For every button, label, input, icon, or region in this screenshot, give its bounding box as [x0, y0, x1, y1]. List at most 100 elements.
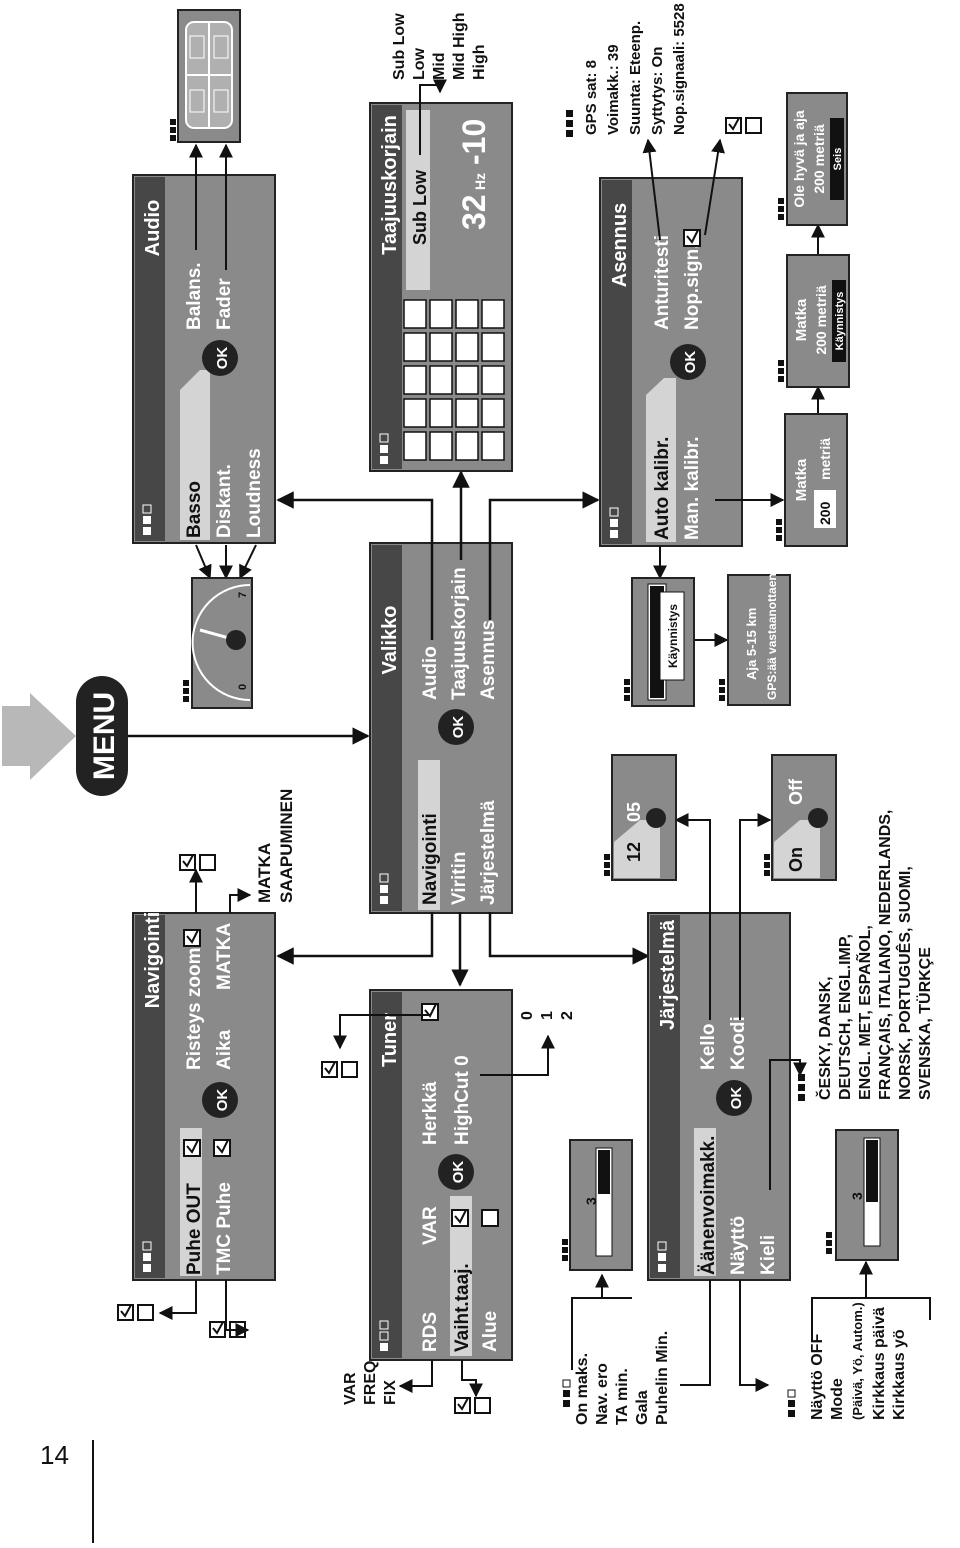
navigointi-panel: Navigointi OK Puhe OUT TMC Puhe Risteys … [132, 912, 276, 1281]
menu-arrow-icon [2, 693, 76, 780]
jarj-koodi[interactable]: Koodi [728, 1016, 749, 1070]
jarjestelma-panel: Järjestelmä OK Äänenvoimakk. Näyttö Kiel… [647, 912, 791, 1281]
calibration-step-3[interactable]: Ole hyvä ja aja 200 metriä Seis [778, 92, 848, 226]
valikko-item-asennus[interactable]: Asennus [478, 620, 499, 700]
volume-slider-panel[interactable]: 3 [562, 1139, 633, 1271]
eq-bar-segment [481, 431, 505, 461]
audio-diskant[interactable]: Diskant. [214, 464, 235, 538]
svg-text:High: High [471, 44, 488, 80]
rds-option-var: VAR [342, 1372, 359, 1405]
svg-text:3: 3 [583, 1197, 599, 1205]
page-divider [92, 1440, 94, 1543]
svg-text:Gala: Gala [634, 1390, 651, 1425]
valikko-item-viritin[interactable]: Viritin [449, 852, 470, 906]
eq-bar-segment [455, 332, 479, 362]
valikko-item-audio[interactable]: Audio [420, 646, 441, 700]
language-list: ČESKY, DANSK, DEUTSCH, ENGL.IMP, ENGL. M… [798, 810, 934, 1101]
svg-text:Aja 5-15 km: Aja 5-15 km [744, 608, 759, 680]
eq-bar-segment [481, 398, 505, 428]
eq-panel: Taajuuskorjain Sub Low 32 Hz -10 [369, 102, 513, 472]
asennus-auto-kalibr[interactable]: Auto kalibr. [652, 437, 673, 540]
navigointi-title: Navigointi [142, 912, 164, 1009]
tuner-panel: Tuner OK RDS Vaiht.taaj. Alue VAR Herkkä… [369, 989, 513, 1361]
checkbox-pair-icon [321, 1061, 491, 1414]
eq-bar-segment [455, 431, 479, 461]
svg-text:Suunta: Eteenp.: Suunta: Eteenp. [627, 21, 644, 135]
tuner-rds[interactable]: RDS [420, 1312, 441, 1352]
eq-band-list: Sub Low Low Mid Mid High High [391, 12, 488, 80]
asennus-nop-sign[interactable]: Nop.sign. [682, 243, 703, 330]
eq-band: Sub Low [410, 169, 430, 245]
nav-aika[interactable]: Aika [214, 1029, 235, 1070]
asennus-man-kalibr[interactable]: Man. kalibr. [682, 437, 703, 540]
svg-text:GPS:ää vastaanottaen: GPS:ää vastaanottaen [765, 573, 779, 700]
calibration-step-2[interactable]: Matka 200 metriä Käynnistys [778, 254, 850, 388]
svg-text:NORSK, PORTUGUÊS, SUOMI,: NORSK, PORTUGUÊS, SUOMI, [895, 866, 914, 1100]
svg-text:GPS sat: 8: GPS sat: 8 [583, 60, 600, 135]
code-panel[interactable]: On Off [764, 754, 837, 881]
eq-bar-segment [455, 398, 479, 428]
nav-puhe-out[interactable]: Puhe OUT [184, 1183, 205, 1275]
tuner-var[interactable]: VAR [420, 1206, 441, 1245]
audio-basso[interactable]: Basso [184, 481, 205, 538]
nav-tmc-puhe[interactable]: TMC Puhe [214, 1182, 235, 1275]
calibration-step-1[interactable]: Matka 200 metriä [776, 413, 848, 547]
tuner-highcut[interactable]: HighCut 0 [452, 1055, 473, 1145]
eq-freq: 32 [456, 194, 492, 230]
svg-text:Puhelin Min.: Puhelin Min. [654, 1331, 671, 1425]
clock-panel[interactable]: 12 05 [604, 754, 677, 881]
jarj-aanenvoimakk[interactable]: Äänenvoimakk. [698, 1136, 719, 1275]
asennus-anturitesti[interactable]: Anturitesti [652, 235, 673, 330]
svg-text:Nav. ero: Nav. ero [594, 1363, 611, 1425]
tuner-vaiht-taaj[interactable]: Vaiht.taaj. [452, 1263, 473, 1352]
audio-gauge-panel[interactable]: 0 7 [183, 577, 253, 709]
jarj-naytto[interactable]: Näyttö [728, 1216, 749, 1275]
valikko-item-jarjestelma[interactable]: Järjestelmä [478, 800, 499, 905]
svg-text:Kirkkaus päivä: Kirkkaus päivä [871, 1307, 888, 1420]
svg-text:Low: Low [411, 47, 428, 80]
svg-text:Käynnistys: Käynnistys [666, 604, 680, 668]
svg-text:Käynnistys: Käynnistys [834, 292, 846, 351]
svg-text:Seis: Seis [832, 148, 844, 171]
tuner-alue[interactable]: Alue [480, 1311, 501, 1352]
calibration-start-panel[interactable]: Käynnistys [624, 577, 695, 707]
tuner-herkka[interactable]: Herkkä [420, 1081, 441, 1145]
highcut-option-2: 2 [559, 1011, 576, 1020]
rds-option-freq: FREQ [362, 1361, 379, 1405]
valikko-title: Valikko [379, 606, 401, 675]
svg-text:Sub Low: Sub Low [391, 13, 408, 80]
svg-text:SVENSKA, TÜRKÇE: SVENSKA, TÜRKÇE [915, 947, 934, 1100]
svg-text:Syttytys: On: Syttytys: On [649, 47, 666, 135]
eq-bar-segment [429, 431, 453, 461]
eq-bar-segment [429, 398, 453, 428]
nav-risteys-zoom[interactable]: Risteys zoom [184, 948, 205, 1070]
eq-bar-segment [403, 398, 427, 428]
svg-text:Ole hyvä ja aja: Ole hyvä ja aja [791, 110, 807, 207]
highcut-option-0: 0 [519, 1011, 536, 1020]
checkbox-pair-icon [725, 117, 762, 134]
asennus-panel: Asennus OK Auto kalibr. Man. kalibr. Ant… [599, 177, 743, 547]
gps-note-panel: Aja 5-15 km GPS:ää vastaanottaen [719, 573, 791, 706]
valikko-item-taajuuskorjain[interactable]: Taajuuskorjain [449, 567, 470, 700]
checkbox-checked-icon [183, 929, 231, 1157]
audio-fader[interactable]: Fader [214, 278, 235, 330]
svg-text:Off: Off [786, 778, 806, 805]
svg-text:Mode: Mode [829, 1378, 846, 1420]
audio-balans[interactable]: Balans. [184, 262, 205, 330]
valikko-item-navigointi[interactable]: Navigointi [420, 813, 441, 905]
jarj-kieli[interactable]: Kieli [758, 1235, 779, 1275]
svg-text:FRANÇAIS, ITALIANO, NEDERLANDS: FRANÇAIS, ITALIANO, NEDERLANDS, [877, 810, 894, 1100]
eq-bar-segment [403, 332, 427, 362]
audio-loudness[interactable]: Loudness [244, 448, 265, 538]
brightness-slider-panel[interactable]: 3 [826, 1129, 899, 1261]
nav-matka[interactable]: MATKA [214, 923, 235, 990]
eq-bar-segment [403, 299, 427, 329]
jarj-kello[interactable]: Kello [698, 1024, 719, 1070]
eq-bar-segment [403, 365, 427, 395]
svg-text:Matka: Matka [793, 458, 810, 501]
svg-text:200 metriä: 200 metriä [811, 124, 827, 193]
menu-button[interactable]: MENU [76, 676, 128, 796]
ok-icon [670, 344, 706, 380]
svg-text:metriä: metriä [817, 438, 833, 480]
